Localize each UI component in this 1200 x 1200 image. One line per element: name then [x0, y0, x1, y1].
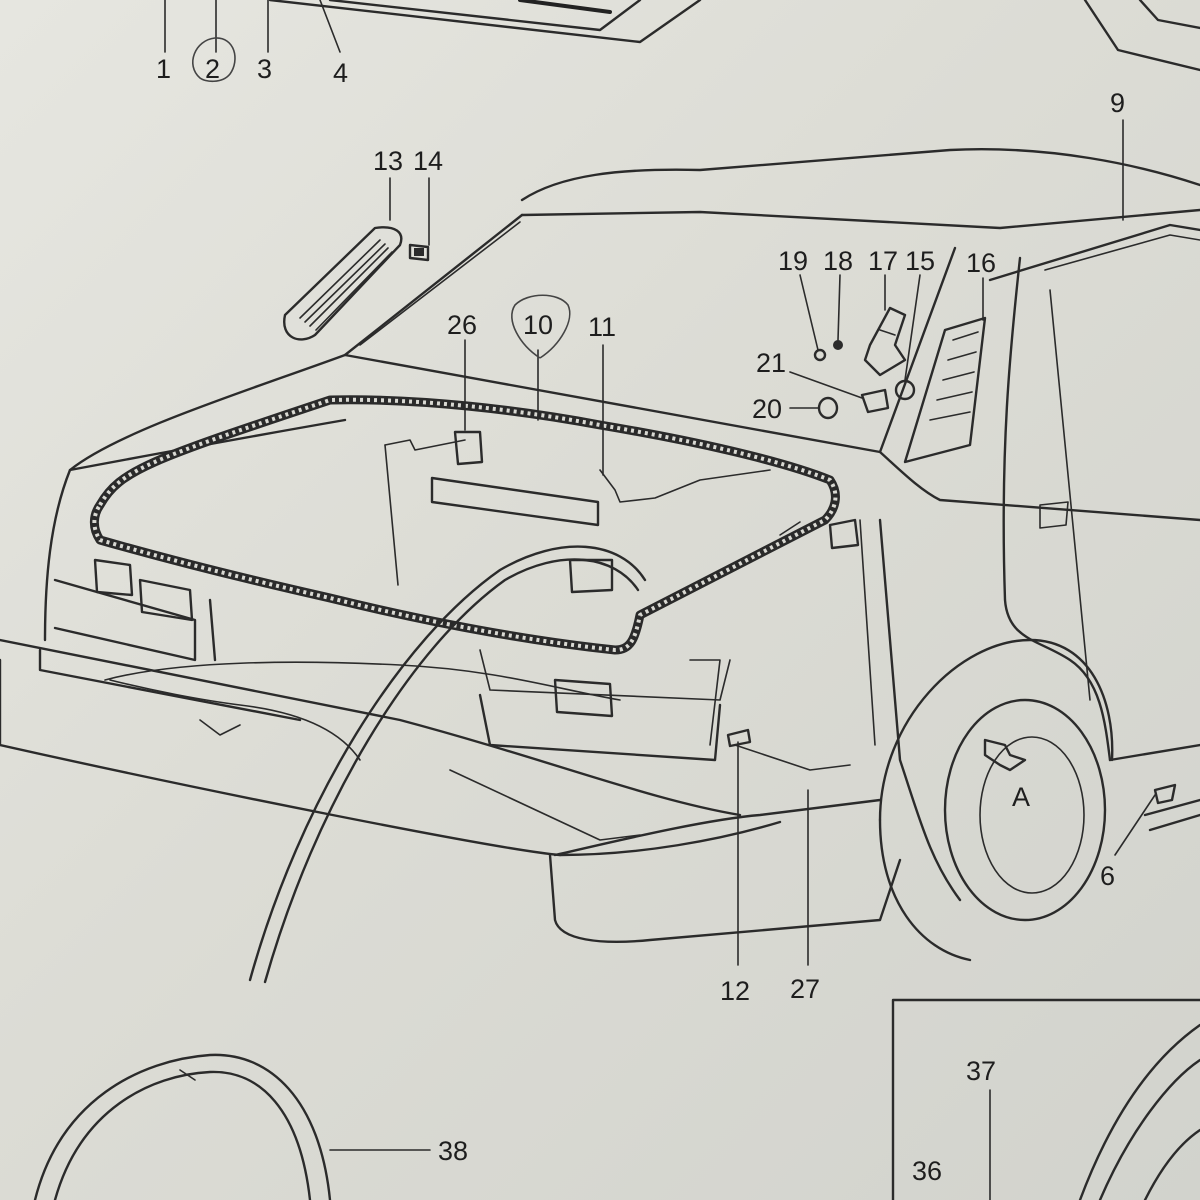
callout-3: 3 [257, 54, 272, 84]
callout-12: 12 [720, 976, 750, 1006]
callout-16: 16 [966, 248, 996, 278]
plug-20 [817, 396, 839, 420]
callout-11: 11 [588, 312, 616, 342]
callout-1: 1 [156, 54, 171, 84]
nut-18 [833, 340, 843, 350]
callout-18: 18 [823, 246, 853, 276]
callout-38: 38 [438, 1136, 468, 1166]
clip-14 [408, 243, 430, 262]
top-left-partial-assembly [164, 0, 702, 53]
callout-10: 10 [523, 310, 553, 340]
callout-21: 21 [756, 348, 786, 378]
circled-callout-10-ring [511, 294, 571, 359]
callout-4: 4 [333, 58, 348, 88]
callout-17: 17 [868, 246, 898, 276]
callout-14: 14 [413, 146, 443, 176]
callout-37: 37 [966, 1056, 996, 1086]
callout-labels: 1 2 3 4 9 13 14 26 10 11 19 18 17 15 16 … [156, 54, 1125, 1186]
trunk-interior-panel [0, 430, 902, 943]
detail-inset-box [891, 998, 1200, 1200]
arrow-a-marker [983, 738, 1027, 772]
callout-20: 20 [752, 394, 782, 424]
vent-grille-16 [903, 316, 987, 464]
clip-6 [1153, 783, 1177, 805]
callout-A: A [1012, 782, 1030, 812]
latch-assembly-17 [863, 306, 907, 377]
callout-2: 2 [205, 54, 220, 84]
grommet-15 [894, 379, 916, 401]
callout-6: 6 [1100, 861, 1115, 891]
callout-19: 19 [778, 246, 808, 276]
screw-19 [813, 348, 827, 362]
callout-15: 15 [905, 246, 935, 276]
circled-callout-2-ring [191, 37, 236, 83]
callout-26: 26 [447, 310, 477, 340]
spare-wheel-cover-38 [33, 1053, 332, 1200]
callout-27: 27 [790, 974, 820, 1004]
bracket-21 [860, 388, 890, 414]
callout-36: 36 [912, 1156, 942, 1186]
top-right-partial-assembly [1083, 0, 1200, 72]
vent-grille-13 [283, 226, 403, 341]
leader-lines [329, 119, 1156, 1200]
long-trim-strip [248, 545, 647, 984]
callout-9: 9 [1110, 88, 1125, 118]
pin-12 [726, 728, 752, 748]
callout-13: 13 [373, 146, 403, 176]
trunk-seal-10 [89, 395, 840, 655]
